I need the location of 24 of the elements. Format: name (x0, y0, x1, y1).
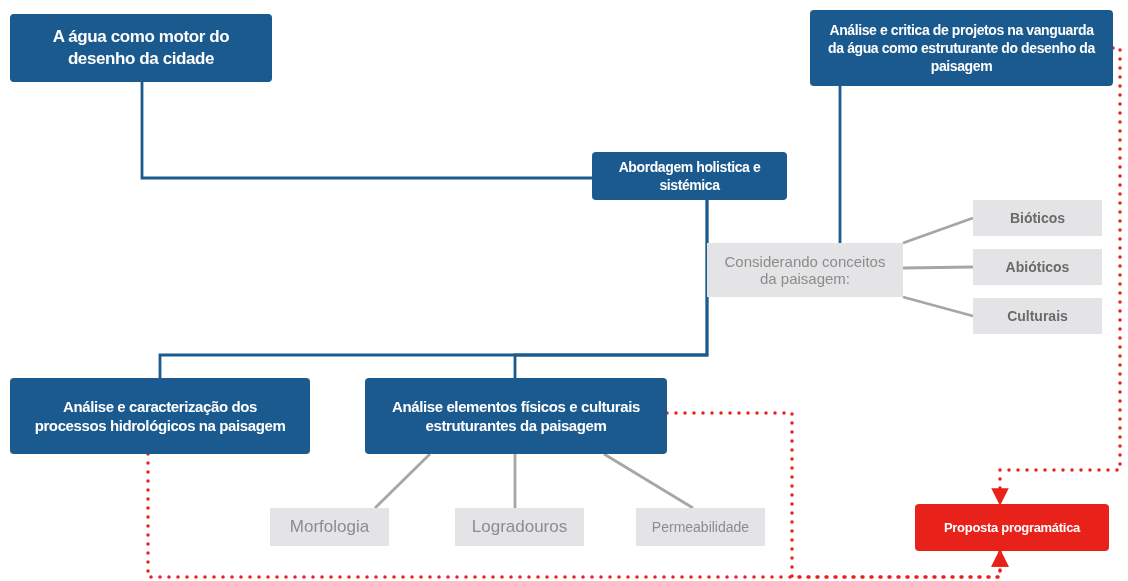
process-box: Abordagem holistica e sistémica (592, 152, 787, 200)
process-box: Análise e caracterização dos processos hidrológicos na paisagem (10, 378, 310, 454)
element-box: Permeabilidade (636, 508, 765, 546)
connector-line (513, 454, 517, 508)
connector-line (140, 82, 592, 180)
connector-line (902, 295, 974, 318)
process-box: Análise e critica de projetos na vanguarda da água como estruturante do desenho da paisagem (810, 10, 1113, 86)
element-box: Morfologia (270, 508, 389, 546)
dotted-arrow (665, 411, 1009, 579)
result-box: Proposta programática (915, 504, 1109, 551)
dotted-arrow (991, 46, 1122, 506)
element-box: Logradouros (455, 508, 584, 546)
process-box: Análise elementos físicos e culturais estruturantes da paisagem (365, 378, 667, 454)
concept-box: Bióticos (973, 200, 1102, 236)
connector-line (374, 453, 431, 509)
process-box: A água como motor do desenho da cidade (10, 14, 272, 82)
connector-line (903, 265, 973, 270)
connector-line (603, 452, 694, 510)
connector-line (513, 200, 709, 378)
connector-line (902, 216, 974, 245)
concept-box: Abióticos (973, 249, 1102, 285)
concept-box: Culturais (973, 298, 1102, 334)
concept-box: Considerando conceitos da paisagem: (707, 243, 903, 297)
connector-line (838, 86, 842, 243)
